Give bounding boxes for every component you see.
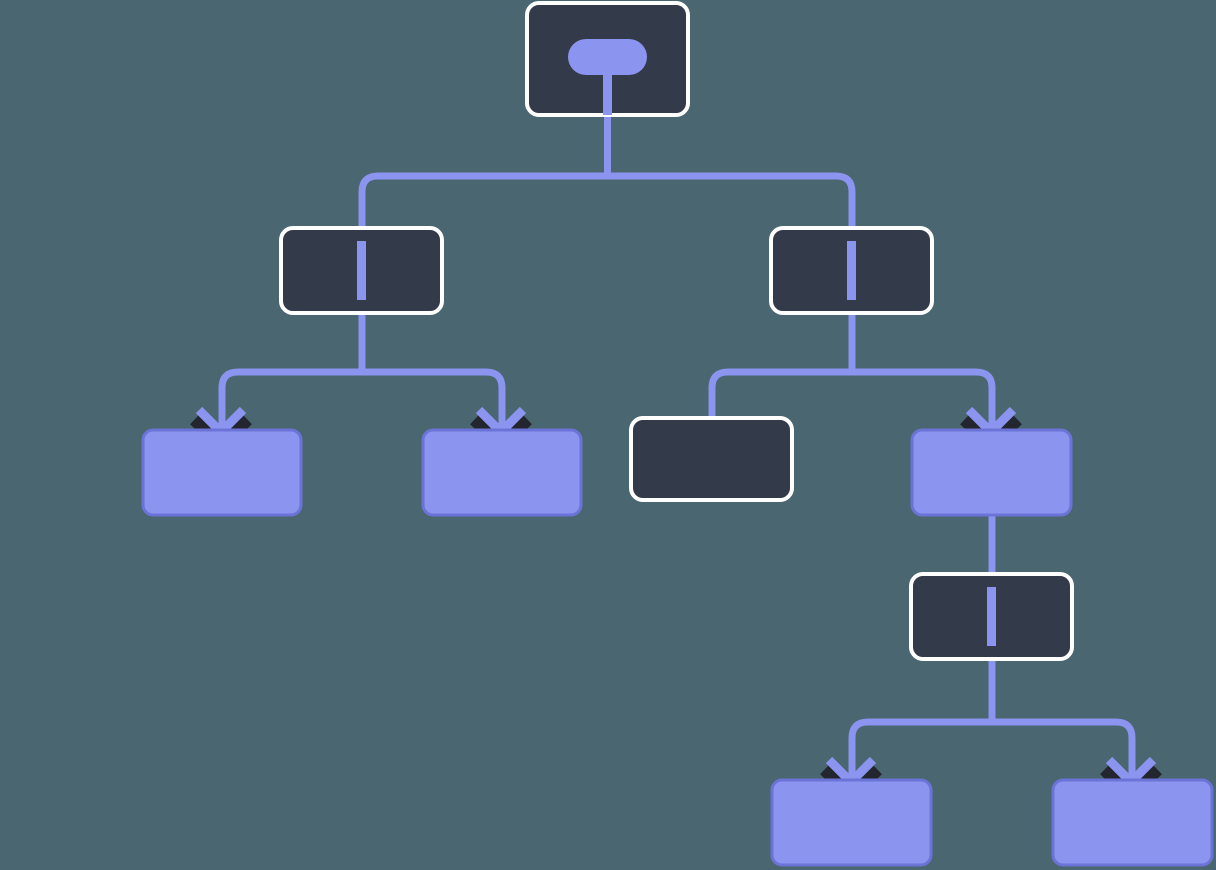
edge-n8-n10[interactable] <box>992 718 1136 782</box>
node-n1-pill-icon <box>568 39 647 75</box>
node-n10-box[interactable] <box>1051 778 1214 867</box>
edge-layer <box>218 56 1136 782</box>
node-n3-bar-icon <box>847 241 856 300</box>
node-n3[interactable] <box>769 226 934 315</box>
node-n2[interactable] <box>279 226 444 315</box>
node-n1[interactable] <box>525 1 690 117</box>
edge-n1-n2[interactable] <box>358 172 608 313</box>
node-n8-bar-icon <box>987 587 996 646</box>
edge-n2-n4[interactable] <box>218 368 362 432</box>
node-layer <box>141 1 1214 867</box>
node-n4-box[interactable] <box>141 428 303 517</box>
node-n1-stem-icon <box>603 70 612 115</box>
node-n6-box[interactable] <box>629 416 794 502</box>
edge-n8-n9[interactable] <box>848 718 992 782</box>
edge-n1-n3[interactable] <box>607 172 856 313</box>
node-n9-box[interactable] <box>770 778 933 867</box>
edge-n3-n6[interactable] <box>708 368 852 420</box>
edge-n2-n5[interactable] <box>362 368 506 432</box>
node-n8[interactable] <box>909 572 1074 661</box>
node-n2-bar-icon <box>357 241 366 300</box>
node-n7-box[interactable] <box>910 428 1073 517</box>
node-n5-box[interactable] <box>421 428 583 517</box>
edge-n3-n7[interactable] <box>852 368 996 432</box>
